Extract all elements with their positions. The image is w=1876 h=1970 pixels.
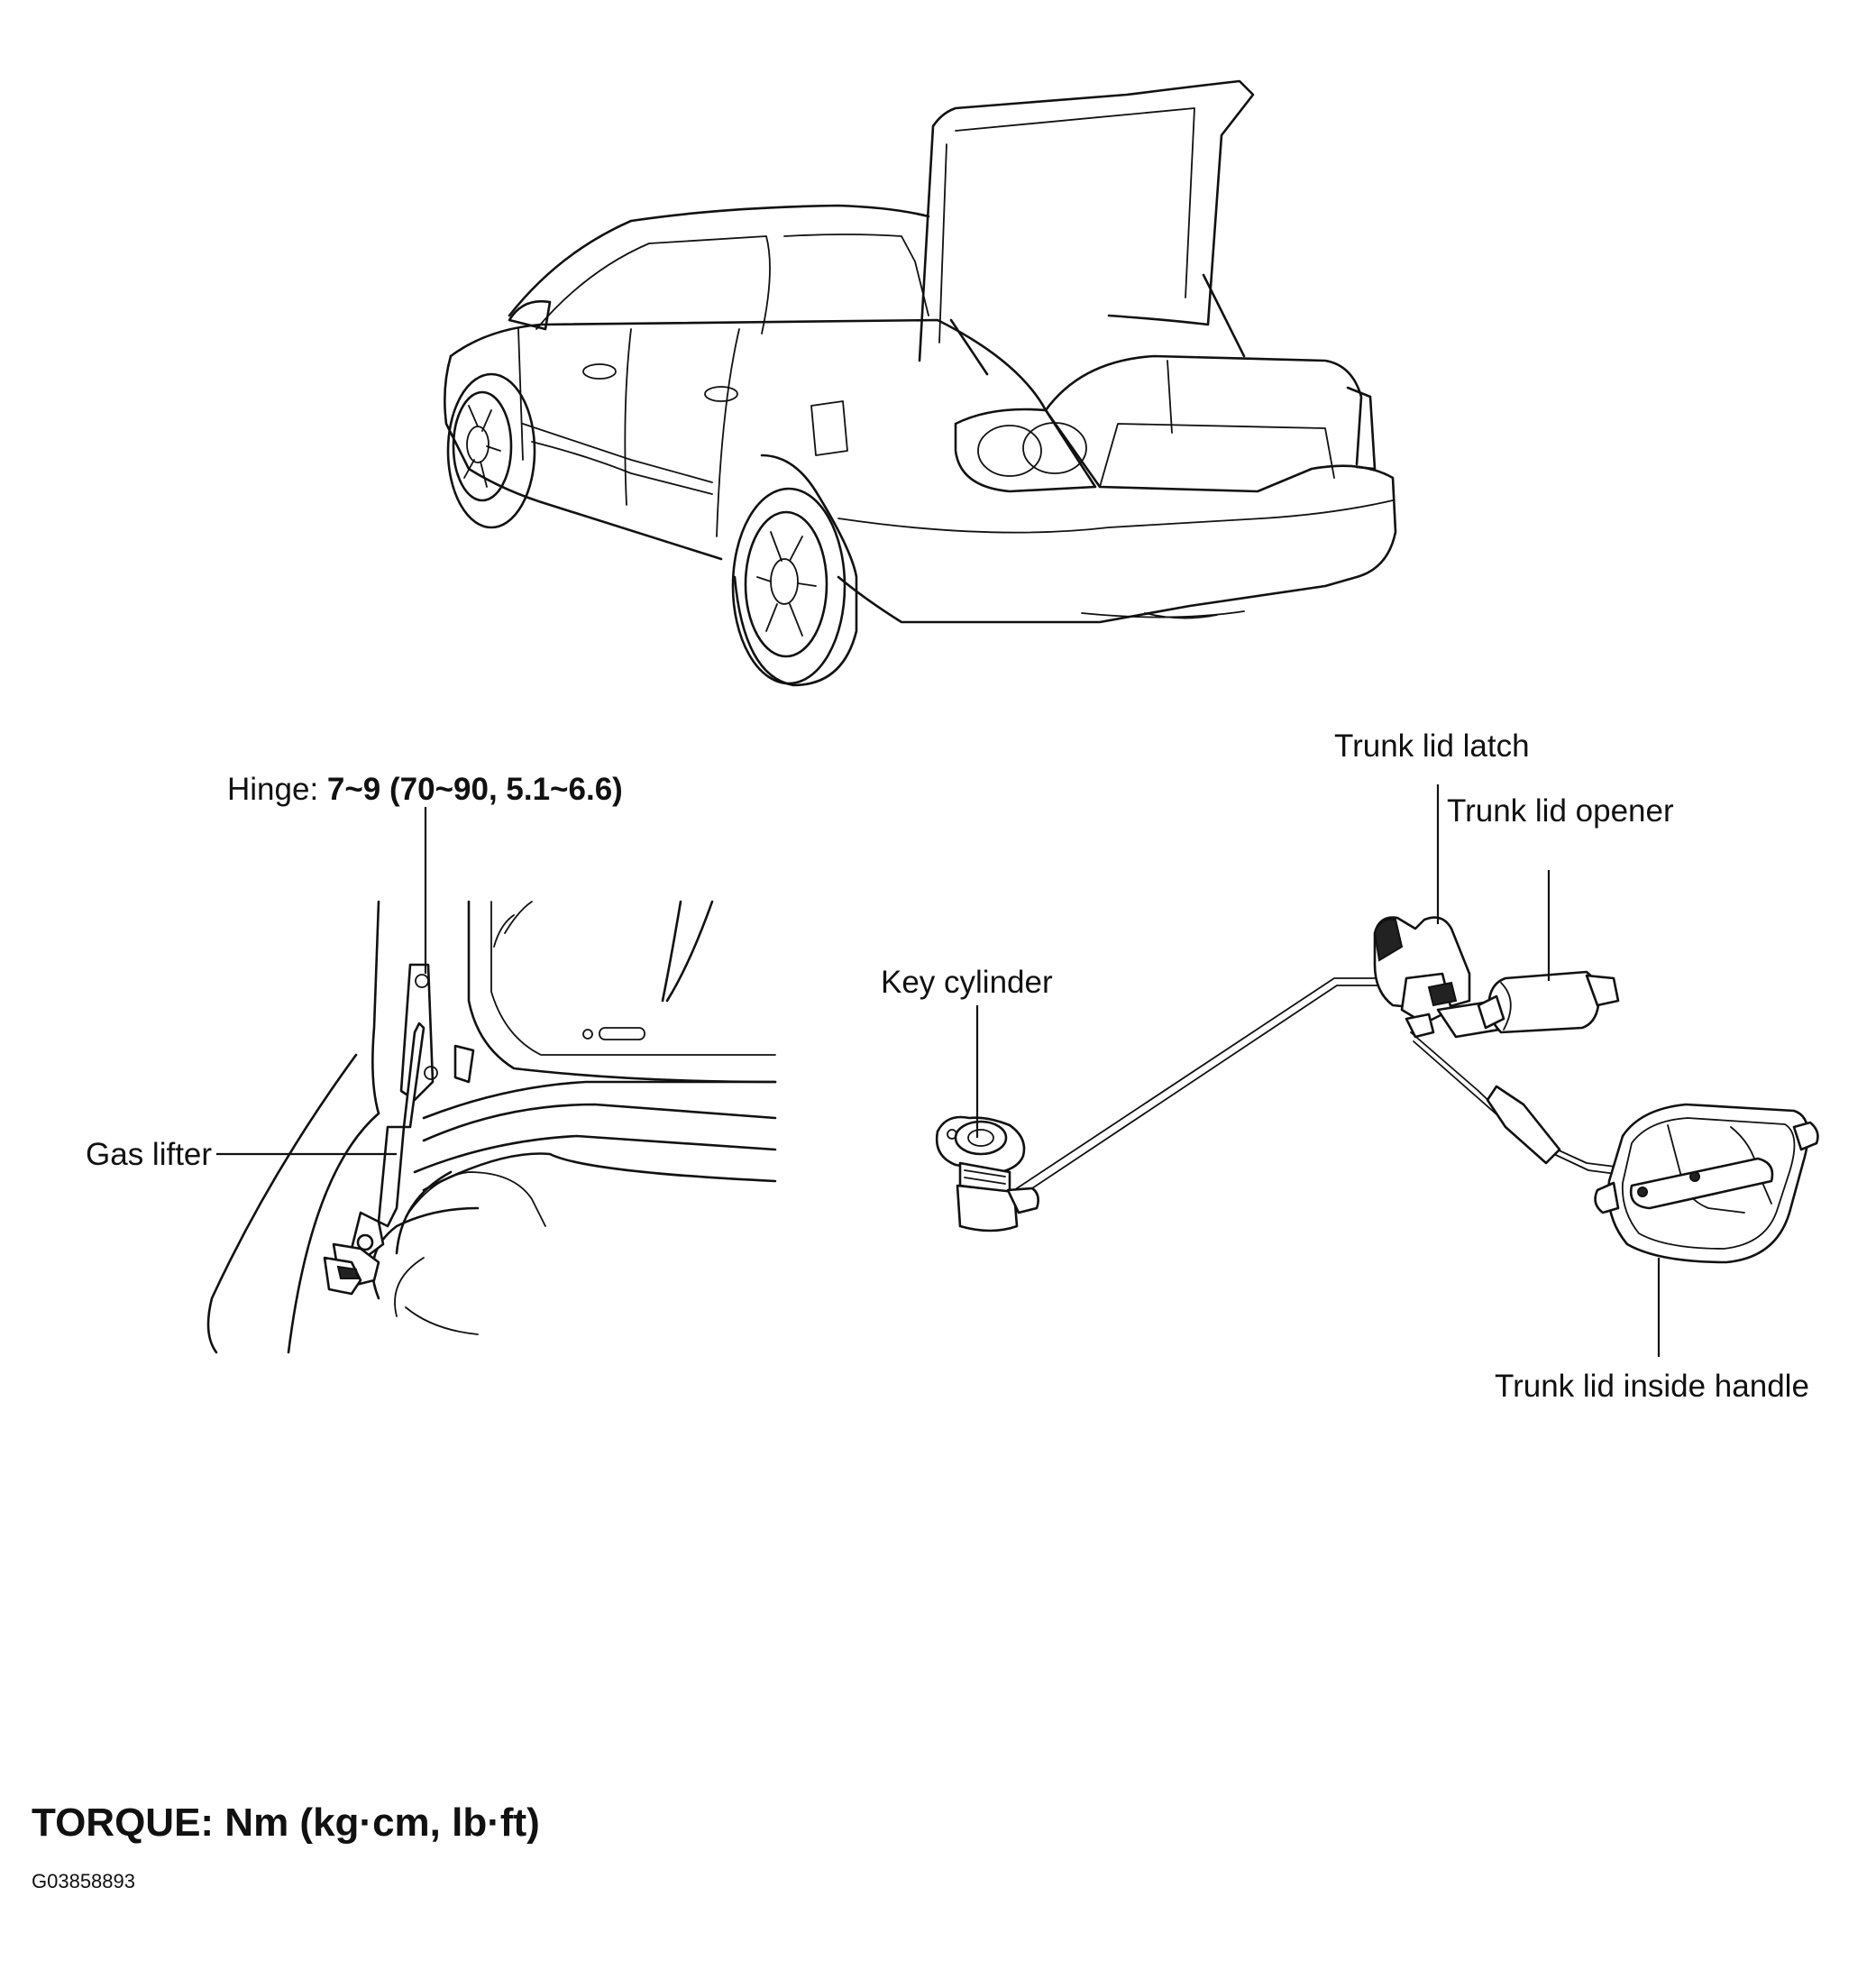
open-trunk-lid [918, 79, 1255, 362]
key-cylinder-label: Key cylinder [881, 965, 1053, 1000]
trunk-lid-opener-part [1477, 970, 1620, 1034]
hinge-label-prefix: Hinge: [227, 772, 327, 807]
body-side [449, 318, 1397, 624]
trunk-lid-latch-part [1373, 916, 1512, 1039]
roof-outline [508, 204, 930, 317]
tail-lamp [954, 408, 1097, 493]
figure-id: G03858893 [32, 1870, 135, 1892]
latch-assembly-illustration [935, 916, 1819, 1264]
front-wheel [446, 372, 536, 529]
hinge-torque-spec: 7~9 (70~90, 5.1~6.6) [326, 772, 623, 807]
key-cylinder-part [935, 1115, 1039, 1232]
hinge-detail-illustration [206, 900, 777, 1354]
rear-wheel [731, 454, 858, 687]
trunk-lid-inside-handle-label: Trunk lid inside handle [1495, 1369, 1809, 1404]
gas-lifter-label: Gas lifter [86, 1137, 213, 1172]
trunk-opening [1044, 354, 1363, 466]
hinge-label: Hinge: 7~9 (70~90, 5.1~6.6) [227, 774, 623, 805]
trunk-lid-latch-label: Trunk lid latch [1334, 728, 1530, 764]
trunk-lid-opener-label: Trunk lid opener [1447, 793, 1674, 829]
torque-units-note: TORQUE: Nm (kg·cm, lb·ft) [32, 1800, 540, 1845]
trunk-lid-inside-handle-part [1594, 1103, 1819, 1264]
leader-lines [216, 784, 1661, 1357]
car-rear-view-illustration [444, 79, 1397, 687]
